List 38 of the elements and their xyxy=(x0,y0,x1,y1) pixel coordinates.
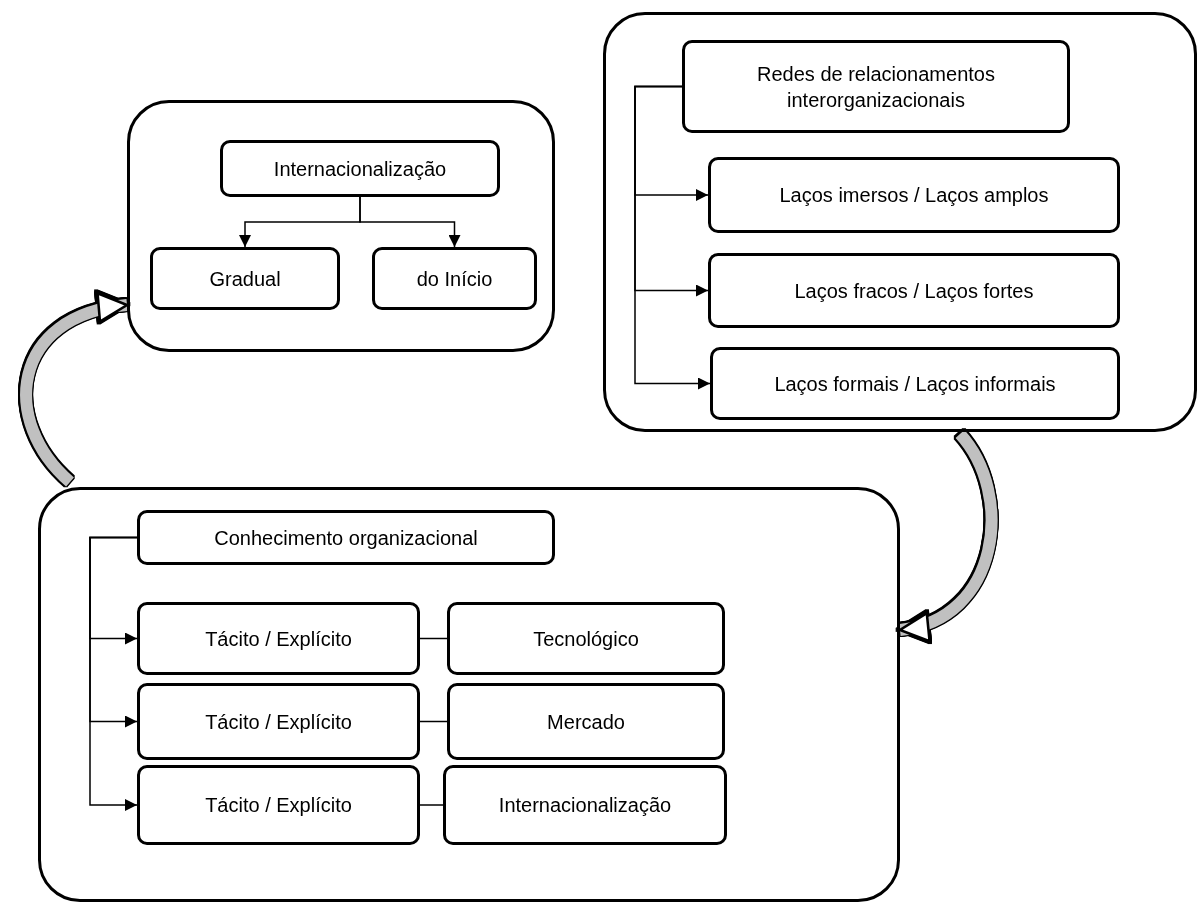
text-box xyxy=(137,602,420,675)
box-label: Gradual xyxy=(209,266,281,292)
connector-line xyxy=(419,637,448,640)
box-label: do Início xyxy=(416,266,493,292)
box-label: Tácito / Explícito xyxy=(205,793,352,818)
text-box xyxy=(150,247,340,310)
connector-line xyxy=(419,720,448,723)
text-box xyxy=(443,765,727,845)
group-frame xyxy=(38,487,900,902)
box-label: Tácito / Explícito xyxy=(205,709,352,735)
text-box xyxy=(220,140,500,197)
box-label: Laços fracos / Laços fortes xyxy=(794,278,1034,304)
connector-arrow xyxy=(359,196,461,248)
box-label: Internacionalização xyxy=(273,156,447,182)
text-box xyxy=(137,683,420,760)
box-label: Laços formais / Laços informais xyxy=(774,371,1056,397)
connector-arrow xyxy=(89,536,138,811)
text-box xyxy=(682,40,1070,133)
box-label: Internacionalização xyxy=(498,793,672,818)
text-box xyxy=(447,683,725,760)
text-box xyxy=(137,765,420,845)
connector-line xyxy=(419,804,444,806)
box-label: Redes de relacionamentos interorganizacionais xyxy=(756,61,996,113)
text-box xyxy=(137,510,555,565)
box-label: Tácito / Explícito xyxy=(205,626,352,652)
text-box xyxy=(447,602,725,675)
curved-arrow xyxy=(20,294,129,487)
connector-arrow xyxy=(634,85,711,390)
text-box xyxy=(708,253,1120,328)
box-label: Tecnológico xyxy=(533,626,639,652)
box-label: Conhecimento organizacional xyxy=(214,525,478,551)
text-box xyxy=(708,157,1120,233)
group-frame xyxy=(127,100,555,352)
box-label: Laços imersos / Laços amplos xyxy=(779,183,1049,208)
text-box xyxy=(710,347,1120,420)
group-frame xyxy=(603,12,1197,432)
text-box xyxy=(372,247,537,310)
box-label: Mercado xyxy=(547,709,625,735)
